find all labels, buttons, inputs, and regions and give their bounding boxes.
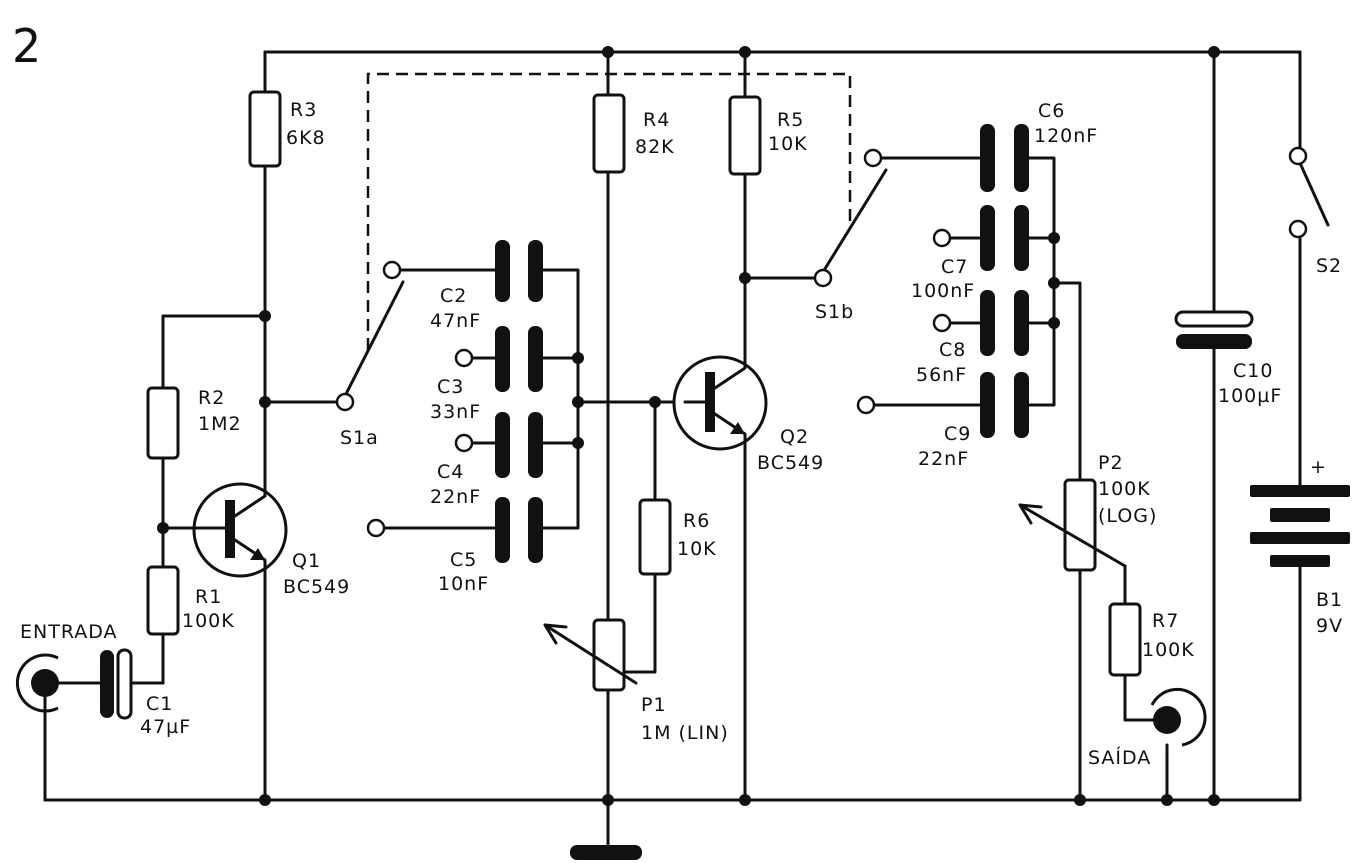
b1-polarity: + xyxy=(1310,456,1327,478)
b1-ref: B1 xyxy=(1316,589,1343,611)
c8-plate-b xyxy=(1014,290,1029,356)
c5-plate-b xyxy=(528,497,543,563)
r7-body xyxy=(1108,602,1142,677)
c6-plate-b xyxy=(1014,124,1029,192)
s1a-switch xyxy=(335,260,474,538)
c7-ref: C7 xyxy=(941,256,968,278)
c10-plate-pos xyxy=(1174,310,1254,328)
r6-body xyxy=(638,498,672,576)
q2-value: BC549 xyxy=(757,452,824,474)
c3-plate-a xyxy=(495,326,510,392)
c2-plate-a xyxy=(495,240,510,302)
q2-transistor xyxy=(672,355,768,451)
c4-plate-b xyxy=(528,412,543,478)
s1-gang-link xyxy=(366,72,852,350)
r5-body xyxy=(728,95,762,176)
c9-ref: C9 xyxy=(944,423,971,445)
input-jack xyxy=(15,653,59,713)
s2-switch xyxy=(1288,146,1330,239)
r4-body xyxy=(592,93,626,174)
c9-plate-a xyxy=(980,372,995,438)
c3-ref: C3 xyxy=(437,376,464,398)
p2-value: 100K xyxy=(1098,478,1151,500)
input-label: ENTRADA xyxy=(20,621,118,643)
p2-taper: (LOG) xyxy=(1098,505,1157,527)
r2-body xyxy=(146,386,180,460)
p1-body xyxy=(592,618,626,692)
c10-ref: C10 xyxy=(1233,360,1273,382)
p2-ref: P2 xyxy=(1098,452,1124,474)
r5-ref: R5 xyxy=(777,109,804,131)
q2-ref: Q2 xyxy=(780,426,809,448)
c10-plate-neg xyxy=(1176,334,1252,349)
r1-value: 100K xyxy=(182,610,235,632)
c6-plate-a xyxy=(980,124,995,192)
r4-ref: R4 xyxy=(643,109,670,131)
c8-plate-a xyxy=(980,290,995,356)
c5-plate-a xyxy=(495,497,510,563)
c2-value: 47nF xyxy=(430,310,481,332)
r7-value: 100K xyxy=(1142,639,1195,661)
q1-value: BC549 xyxy=(283,576,350,598)
q1-ref: Q1 xyxy=(292,550,321,572)
c8-ref: C8 xyxy=(939,339,966,361)
c5-ref: C5 xyxy=(450,549,477,571)
s2-ref: S2 xyxy=(1316,255,1342,277)
c5-value: 10nF xyxy=(438,573,489,595)
r3-value: 6K8 xyxy=(286,127,326,149)
r2-value: 1M2 xyxy=(198,413,242,435)
s1b-switch xyxy=(813,148,952,415)
s1a-ref: S1a xyxy=(340,427,379,449)
c6-value: 120nF xyxy=(1034,125,1098,147)
c9-plate-b xyxy=(1014,372,1029,438)
c3-plate-b xyxy=(528,326,543,392)
c3-value: 33nF xyxy=(430,401,481,423)
r1-body xyxy=(146,565,180,636)
c2-plate-b xyxy=(528,240,543,302)
r3-ref: R3 xyxy=(290,99,317,121)
r4-value: 82K xyxy=(635,136,675,158)
s1b-ref: S1b xyxy=(815,301,854,323)
p1-arrow xyxy=(543,623,638,685)
c1-ref: C1 xyxy=(146,693,173,715)
c4-plate-a xyxy=(495,412,510,478)
b1-value: 9V xyxy=(1316,615,1343,637)
r2-ref: R2 xyxy=(198,387,225,409)
c6-ref: C6 xyxy=(1038,100,1065,122)
figure-number: 2 xyxy=(12,19,41,73)
c4-value: 22nF xyxy=(430,486,481,508)
r6-value: 10K xyxy=(677,538,717,560)
c1-value: 47µF xyxy=(140,716,191,738)
c4-ref: C4 xyxy=(437,461,464,483)
p2-body xyxy=(1063,478,1097,572)
c10-value: 100µF xyxy=(1218,385,1282,407)
r6-ref: R6 xyxy=(683,510,710,532)
p2-arrow xyxy=(1018,503,1127,568)
p1-value: 1M (LIN) xyxy=(641,722,729,744)
c1-plate-pos xyxy=(116,648,133,720)
c2-ref: C2 xyxy=(440,285,467,307)
c9-value: 22nF xyxy=(918,448,969,470)
r3-body xyxy=(248,90,282,168)
c7-plate-b xyxy=(1014,205,1029,271)
q1-transistor xyxy=(191,470,288,578)
c8-value: 56nF xyxy=(916,364,967,386)
junction-dots xyxy=(157,46,1220,806)
output-jack xyxy=(1150,687,1207,747)
r5-value: 10K xyxy=(768,133,808,155)
c1-plate-neg xyxy=(100,650,114,718)
ground-symbol xyxy=(570,845,642,860)
c7-value: 100nF xyxy=(911,280,975,302)
battery-symbol xyxy=(1250,485,1350,567)
p1-ref: P1 xyxy=(641,694,667,716)
c7-plate-a xyxy=(980,205,995,271)
r1-ref: R1 xyxy=(195,586,222,608)
output-label: SAÍDA xyxy=(1088,746,1151,769)
r7-ref: R7 xyxy=(1152,610,1179,632)
